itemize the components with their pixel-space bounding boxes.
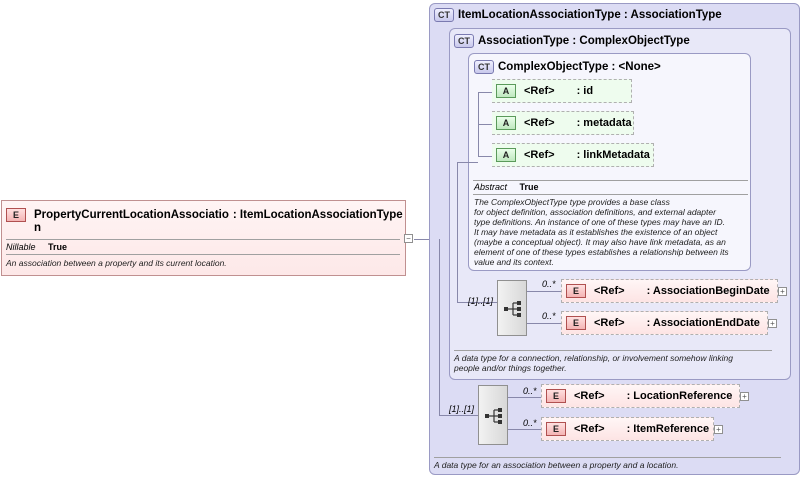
nillable-value: True — [48, 242, 68, 252]
plus-box-icon[interactable]: + — [714, 425, 723, 434]
element-multiplicity: 0..* — [542, 279, 556, 289]
element-badge: E — [546, 389, 566, 404]
element-name: : AssociationEndDate — [646, 317, 760, 329]
attribute-metadata[interactable]: A <Ref> : metadata — [492, 111, 634, 135]
element-name: : LocationReference — [626, 390, 733, 402]
sequence-compositor[interactable] — [478, 385, 508, 445]
sequence-multiplicity: [1]..[1] — [468, 296, 494, 306]
attribute-ref: <Ref> — [524, 85, 555, 97]
sequence-compositor[interactable] — [497, 280, 527, 336]
element-association-end-date[interactable]: E <Ref> : AssociationEndDate — [561, 311, 768, 335]
mid-type-doc-line: A data type for a connection, relationsh… — [454, 353, 733, 363]
attribute-ref: <Ref> — [524, 117, 555, 129]
element-badge: E — [566, 316, 586, 331]
attribute-link-metadata[interactable]: A <Ref> : linkMetadata — [492, 143, 654, 167]
element-ref: <Ref> — [574, 390, 605, 402]
root-element-box[interactable]: E PropertyCurrentLocationAssociatio: Item… — [1, 200, 406, 276]
sequence-multiplicity: [1]..[1] — [449, 404, 475, 414]
attribute-badge: A — [496, 84, 516, 99]
inner-type-title: CT ComplexObjectType : <None> — [474, 60, 661, 74]
attribute-name: : metadata — [576, 117, 632, 129]
inner-doc-line: element of one of these types establishe… — [474, 247, 729, 257]
abstract-property: Abstract True — [474, 182, 539, 192]
element-badge: E — [546, 422, 566, 437]
inner-doc-line: type definitions. An instance of one of … — [474, 217, 726, 227]
element-multiplicity: 0..* — [542, 311, 556, 321]
root-element-title: E PropertyCurrentLocationAssociatio: Item… — [6, 208, 403, 235]
element-location-reference[interactable]: E <Ref> : LocationReference — [541, 384, 740, 408]
root-element-type: : ItemLocationAssociationType — [232, 209, 403, 222]
inner-doc-line: value and its context. — [474, 257, 554, 267]
mid-type-title: CT AssociationType : ComplexObjectType — [454, 34, 690, 48]
element-name: : AssociationBeginDate — [646, 285, 770, 297]
complex-type-icon: CT — [454, 34, 474, 48]
attribute-id[interactable]: A <Ref> : id — [492, 79, 632, 103]
minus-box-icon[interactable]: − — [404, 234, 413, 243]
sequence-icon — [504, 301, 521, 317]
root-element-doc: An association between a property and it… — [6, 258, 227, 268]
element-ref: <Ref> — [594, 285, 625, 297]
inner-type-doc: The ComplexObjectType type provides a ba… — [474, 197, 749, 267]
root-element-name: PropertyCurrentLocationAssociatio — [34, 209, 229, 222]
sequence-icon — [485, 408, 502, 424]
nillable-property: Nillable True — [6, 242, 67, 252]
complex-type-icon: CT — [474, 60, 494, 74]
element-ref: <Ref> — [594, 317, 625, 329]
complex-type-icon: CT — [434, 8, 454, 22]
plus-box-icon[interactable]: + — [778, 287, 787, 296]
element-association-begin-date[interactable]: E <Ref> : AssociationBeginDate — [561, 279, 778, 303]
mid-type-title-text: AssociationType : ComplexObjectType — [478, 35, 690, 48]
inner-doc-line: The ComplexObjectType type provides a ba… — [474, 197, 670, 207]
attribute-ref: <Ref> — [524, 149, 555, 161]
root-element-name-cont: n — [34, 222, 42, 235]
element-multiplicity: 0..* — [523, 386, 537, 396]
element-multiplicity: 0..* — [523, 418, 537, 428]
attribute-name: : id — [576, 85, 594, 97]
mid-type-doc-line: people and/or things together. — [454, 363, 567, 373]
outer-type-title: CT ItemLocationAssociationType : Associat… — [434, 8, 722, 22]
attribute-name: : linkMetadata — [576, 149, 650, 161]
element-badge: E — [6, 208, 26, 222]
attribute-badge: A — [496, 148, 516, 163]
abstract-label: Abstract — [474, 182, 508, 192]
nillable-label: Nillable — [6, 242, 36, 252]
outer-type-title-text: ItemLocationAssociationType : Associatio… — [458, 9, 722, 22]
plus-box-icon[interactable]: + — [768, 319, 777, 328]
element-item-reference[interactable]: E <Ref> : ItemReference — [541, 417, 714, 441]
abstract-value: True — [519, 182, 539, 192]
plus-box-icon[interactable]: + — [740, 392, 749, 401]
attribute-badge: A — [496, 116, 516, 131]
inner-doc-line: for object definition, association defin… — [474, 207, 716, 217]
element-ref: <Ref> — [574, 423, 605, 435]
inner-doc-line: It may have metadata as it establishes t… — [474, 227, 718, 237]
element-badge: E — [566, 284, 586, 299]
inner-type-title-text: ComplexObjectType : <None> — [498, 61, 661, 74]
inner-doc-line: (maybe a conceptual object). It may also… — [474, 237, 726, 247]
mid-type-doc: A data type for a connection, relationsh… — [454, 353, 733, 373]
outer-type-doc: A data type for an association between a… — [434, 460, 679, 470]
element-name: : ItemReference — [626, 423, 710, 435]
